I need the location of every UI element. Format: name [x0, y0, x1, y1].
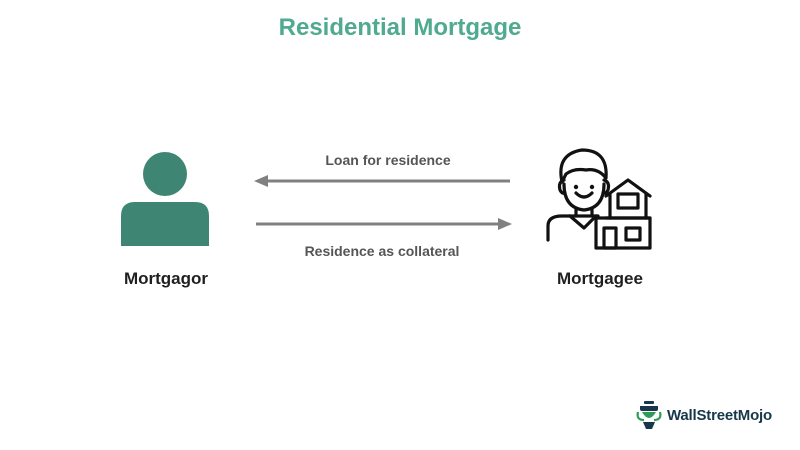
arrow-left	[254, 175, 510, 187]
diagram-title: Residential Mortgage	[278, 14, 522, 41]
mortgagor-label: Mortgagor	[123, 269, 209, 288]
person-icon	[121, 152, 209, 246]
flow-label-loan: Loan for residence	[325, 152, 451, 168]
brand-logo: WallStreetMojo	[636, 400, 772, 430]
wallstreetmojo-logo-icon	[636, 401, 662, 429]
lender-with-house-icon	[546, 148, 652, 250]
mortgagee-label: Mortgagee	[557, 269, 643, 288]
flow-label-collateral: Residence as collateral	[304, 243, 460, 259]
arrow-right	[256, 218, 512, 230]
brand-name: WallStreetMojo	[667, 406, 772, 424]
